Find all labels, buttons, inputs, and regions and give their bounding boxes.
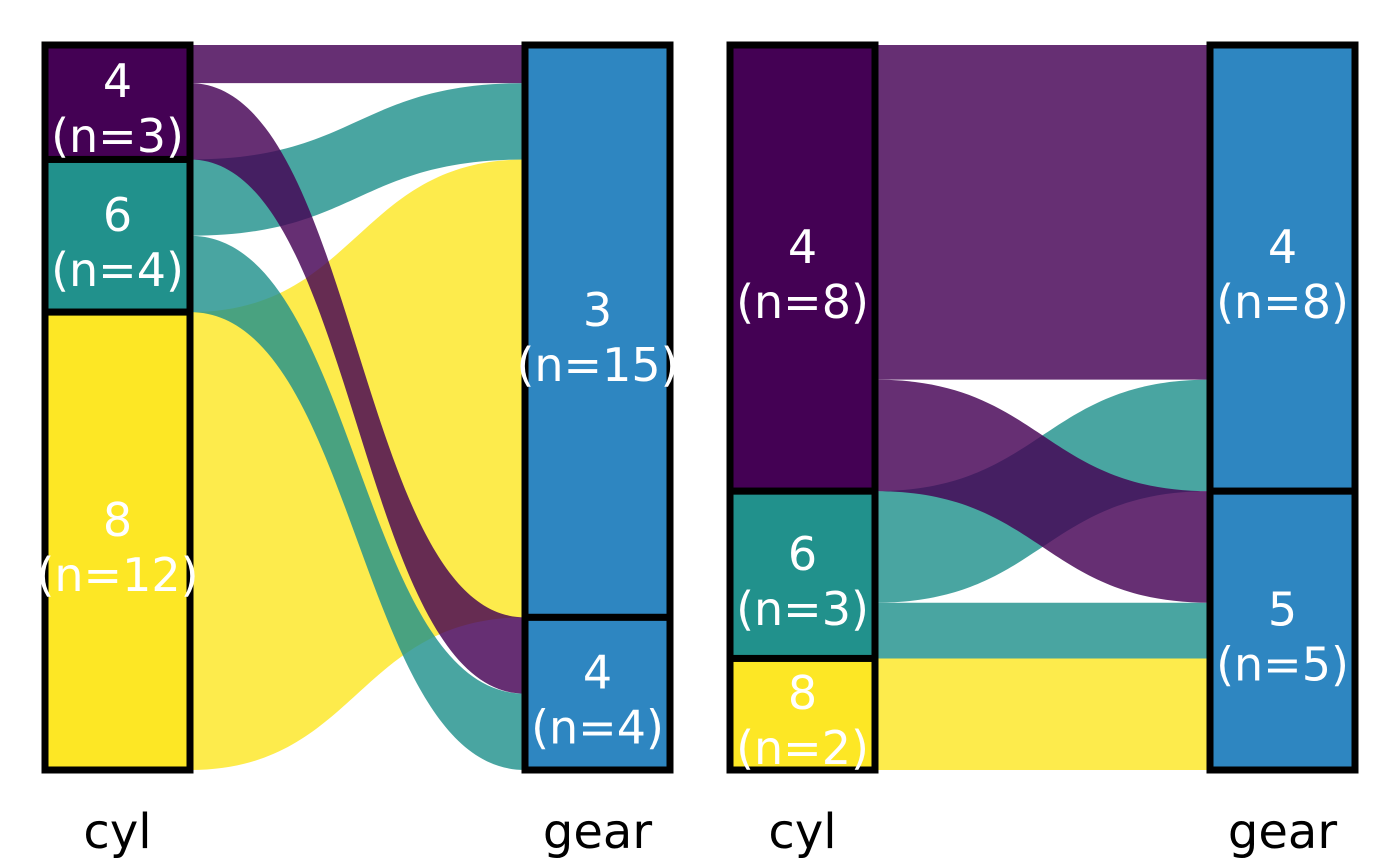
stratum-n-label: (n=3) [736, 582, 869, 636]
stratum-n-label: (n=2) [736, 721, 869, 775]
stratum-count-label: 4 [788, 220, 817, 274]
flow-ribbon [875, 379, 1210, 603]
flow-ribbon [190, 235, 525, 770]
stratum-count-label: 4 [103, 54, 132, 108]
stratum-n-label: (n=4) [531, 701, 664, 755]
stratum-count-label: 5 [1268, 583, 1297, 637]
stratum-count-label: 6 [788, 527, 817, 581]
stratum-box [521, 41, 674, 621]
flow-ribbon [190, 83, 525, 694]
stratum-box [521, 613, 674, 774]
flow-ribbon [875, 658, 1210, 770]
stratum-count-label: 4 [583, 646, 612, 700]
flow-ribbon [190, 45, 525, 84]
axis-label-gear: gear [1228, 804, 1337, 860]
axis-label-gear: gear [543, 804, 652, 860]
stratum-box [41, 41, 194, 163]
flow-ribbon [875, 45, 1210, 380]
stratum-n-label: (n=4) [51, 243, 184, 297]
stratum-n-label: (n=8) [1216, 275, 1349, 329]
stratum-count-label: 6 [103, 188, 132, 242]
stratum-n-label: (n=8) [736, 275, 869, 329]
stratum-n-label: (n=12) [36, 548, 198, 602]
stratum-n-label: (n=5) [1216, 638, 1349, 692]
stratum-box [41, 155, 194, 316]
stratum-n-label: (n=15) [516, 338, 678, 392]
stratum-count-label: 8 [103, 493, 132, 547]
stratum-box [1206, 487, 1359, 774]
stratum-box [41, 308, 194, 774]
stratum-n-label: (n=3) [51, 109, 184, 163]
stratum-box [1206, 41, 1359, 495]
axis-label-cyl: cyl [768, 804, 836, 860]
stratum-count-label: 8 [788, 666, 817, 720]
axis-label-cyl: cyl [83, 804, 151, 860]
stratum-box [726, 41, 879, 495]
stratum-count-label: 3 [583, 283, 612, 337]
flow-ribbon [875, 602, 1210, 659]
stratum-box [726, 654, 879, 774]
stratum-box [726, 487, 879, 662]
stratum-count-label: 4 [1268, 220, 1297, 274]
